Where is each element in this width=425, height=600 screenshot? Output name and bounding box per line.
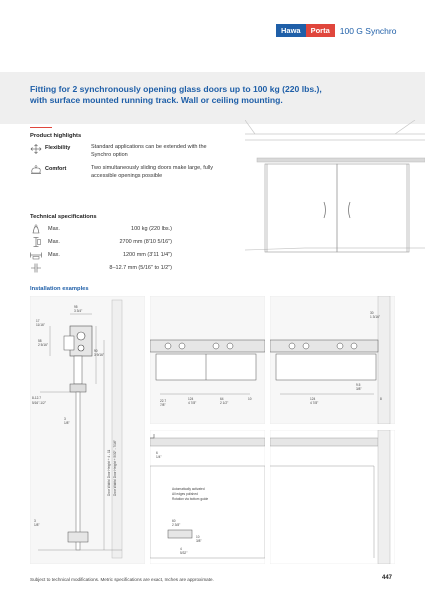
dim-label: 1/8" (64, 421, 70, 425)
installation-note: Rotation via bottom guide (172, 497, 208, 501)
highlights-heading: Product highlights (30, 133, 82, 139)
thickness-icon (31, 263, 41, 273)
spec-value: 100 kg (220 lbs.) (131, 226, 172, 232)
dim-label: 3 (64, 417, 66, 421)
spec-label: Max. (48, 239, 60, 245)
brand-porta: Porta (305, 24, 335, 37)
height-icon (33, 237, 41, 247)
hero-band (0, 72, 425, 124)
flexibility-icon (30, 144, 42, 154)
spec-row: Max. 100 kg (220 lbs.) (30, 224, 172, 234)
spec-row: Max. 1200 mm (3'11 1/4") (30, 250, 172, 260)
dim-label: 3 3/4" (74, 309, 82, 313)
specs-heading: Technical specifications (30, 214, 97, 220)
dim-label: 30 (370, 311, 374, 315)
dim-label: 124 (188, 397, 194, 401)
dim-label: 6 (156, 451, 158, 455)
weight-icon (32, 224, 40, 234)
dim-label: 5/32" (180, 551, 187, 555)
spec-label: Max. (48, 252, 60, 258)
spec-value: 1200 mm (3'11 1/4") (122, 252, 172, 258)
installation-note: All edges polished (172, 492, 198, 496)
installation-heading: Installation examples (30, 286, 89, 292)
dim-label: 4 7/8" (188, 401, 196, 405)
page-title: Fitting for 2 synchronously opening glas… (30, 84, 322, 105)
highlight-item: Comfort Two simultaneously sliding doors… (30, 165, 221, 180)
dim-label: 60 (172, 519, 176, 523)
dim-label: 4 7/8" (310, 401, 318, 405)
dim-label: 7/8" (160, 403, 166, 407)
dim-label: 1/4" (156, 455, 162, 459)
spec-value: 2700 mm (8'10 5/16") (119, 239, 172, 245)
brand-hawa: Hawa (276, 24, 306, 37)
dim-label: Door Width/ Door Height + 4 - 11 (107, 450, 111, 496)
highlight-text: Two simultaneously sliding doors make la… (91, 165, 213, 179)
dim-label: 64 (220, 397, 224, 401)
width-icon (30, 252, 42, 260)
dim-label: 95 (74, 305, 78, 309)
page-number: 447 (382, 575, 393, 581)
dim-label: 4 (180, 547, 182, 551)
wall-outline-drawing (270, 430, 395, 564)
spec-value: 8–12.7 mm (5/16" to 1/2") (109, 265, 172, 271)
dim-label: 3 9/16" (94, 353, 104, 357)
dim-label: 2 1/2" (220, 401, 228, 405)
dim-label: 3 (34, 519, 36, 523)
dim-label: 17 (36, 319, 40, 323)
highlight-label: Flexibility (45, 145, 71, 151)
product-name: 100 G Synchro (339, 25, 397, 36)
dim-label: 8-12.7 (32, 396, 41, 400)
dim-label: 9.5 (356, 383, 361, 387)
front-elevation-drawing-2: 30 1 3/16" 9.5 3/8" 124 4 7/8" 8 (270, 296, 395, 424)
dim-label: 3/8" (196, 539, 202, 543)
comfort-icon (31, 165, 41, 174)
dim-label: 10 (196, 535, 200, 539)
highlight-text: Standard applications can be extended wi… (91, 144, 207, 158)
dim-label: 1/8" (34, 523, 40, 527)
installation-note: Automatically activated (172, 487, 205, 491)
dim-label: Door Width/ Door Height + 5/32" - 7/16" (113, 440, 117, 496)
dim-label: 3/8" (356, 387, 362, 391)
product-illustration (245, 120, 425, 253)
dim-label: 11/16" (36, 323, 45, 327)
floor-guide-drawing: 6 1/4" Automatically activated All edges… (150, 430, 265, 564)
spec-row: 8–12.7 mm (5/16" to 1/2") (30, 263, 172, 273)
dim-label: 58 (38, 339, 42, 343)
brand-logo: Hawa Porta 100 G Synchro (276, 24, 396, 37)
highlight-label: Comfort (45, 166, 67, 172)
accent-line (30, 127, 52, 128)
dim-label: 124 (310, 397, 316, 401)
spec-row: Max. 2700 mm (8'10 5/16") (30, 237, 172, 247)
dim-label: 10 (248, 397, 252, 401)
spec-label: Max. (48, 226, 60, 232)
section-drawing: 95 3 3/4" 17 11/16" 58 2 5/16" 90 3 9/16… (30, 296, 145, 564)
dim-label: 90 (94, 349, 98, 353)
footer-note: Subject to technical modifications. Metr… (30, 577, 214, 582)
highlight-item: Flexibility Standard applications can be… (30, 144, 221, 159)
dim-label: 22.7 (160, 399, 166, 403)
dim-label: 2 5/16" (38, 343, 48, 347)
dim-label: 8 (380, 397, 382, 401)
front-elevation-drawing: 22.7 7/8" 124 4 7/8" 64 2 1/2" 10 (150, 296, 265, 424)
dim-label: 5/16"-1/2" (32, 401, 46, 405)
dim-label: 1 3/16" (370, 315, 380, 319)
dim-label: 2 3/8" (172, 523, 180, 527)
